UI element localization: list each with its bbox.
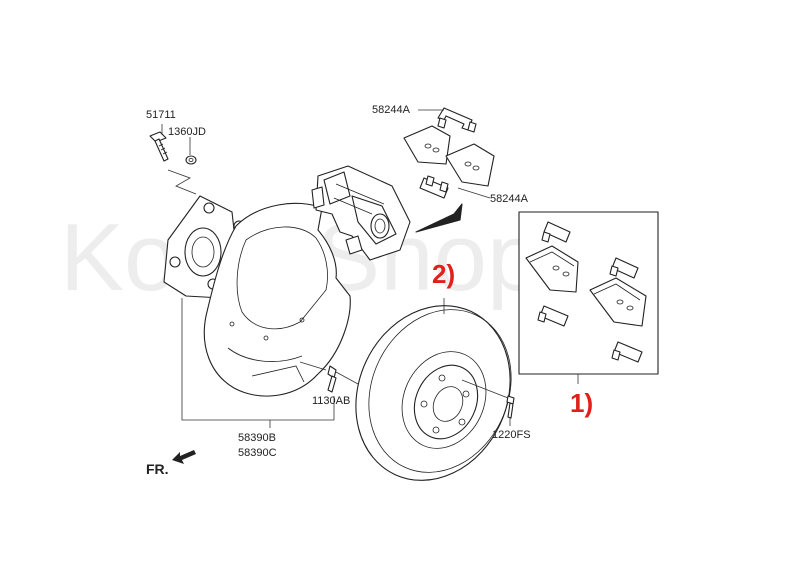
marker-pads-kit: 1) — [570, 388, 593, 418]
disc-screw — [506, 395, 515, 419]
label-1360jd: 1360JD — [168, 126, 206, 138]
label-58390b: 58390B — [238, 432, 276, 444]
caliper-arrow — [415, 203, 463, 233]
pad-kit-clip-4 — [611, 341, 643, 363]
label-58390c: 58390C — [238, 447, 277, 459]
label-1220fs: 1220FS — [492, 429, 531, 441]
front-direction-label: FR. — [146, 461, 169, 477]
hub-bolt — [149, 131, 169, 162]
shield-bolt — [327, 365, 337, 393]
pad-kit-clip-2 — [609, 257, 639, 279]
brake-caliper — [311, 165, 411, 261]
label-1130ab: 1130AB — [312, 395, 350, 407]
label-51711: 51711 — [146, 109, 176, 121]
pad-kit-pad-1 — [525, 245, 579, 293]
pad-kit-clip-3 — [537, 305, 569, 327]
pad-clip-lower — [419, 175, 449, 199]
label-58244a-top: 58244A — [372, 104, 411, 116]
pad-clip-upper — [437, 107, 477, 133]
front-arrow-icon — [172, 450, 196, 464]
brake-disc — [355, 305, 512, 481]
brake-pad-upper-right — [445, 143, 495, 187]
marker-disc: 2) — [432, 259, 455, 289]
label-58244a-bottom: 58244A — [490, 193, 529, 205]
pad-kit-pad-2 — [589, 277, 647, 327]
brake-pad-upper-left — [403, 125, 451, 165]
pad-kit-clip-1 — [541, 221, 571, 243]
washer — [185, 155, 197, 165]
